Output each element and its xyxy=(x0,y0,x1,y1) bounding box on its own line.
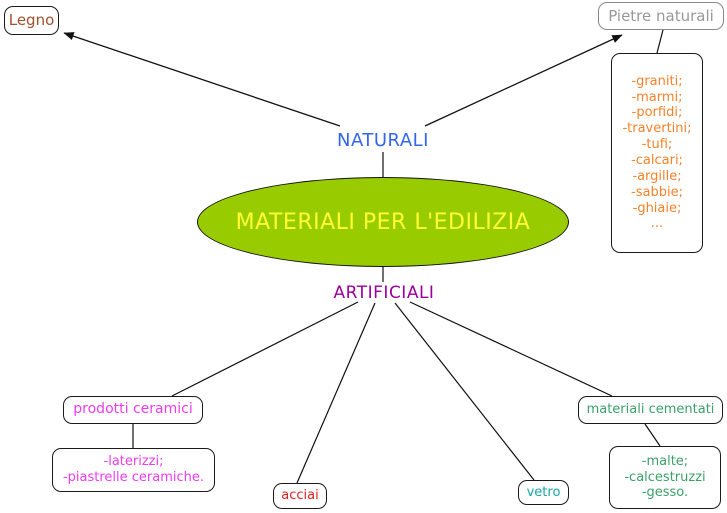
node-cementati-list[interactable]: -malte; -calcestruzzi -gesso. xyxy=(609,446,721,509)
edge-artificiali-ceramici xyxy=(171,301,359,397)
list-item: -marmi; xyxy=(631,89,683,105)
branch-label-artificiali-text: ARTIFICIALI xyxy=(333,283,435,303)
edge-cementati-list xyxy=(644,423,661,447)
list-item: -porfidi; xyxy=(631,105,683,121)
branch-label-naturali-text: NATURALI xyxy=(337,129,429,151)
node-center-materiali[interactable]: MATERIALI PER L'EDILIZIA xyxy=(197,177,569,267)
node-materiali-cementati-label: materiali cementati xyxy=(586,402,715,418)
list-item: ... xyxy=(650,216,664,232)
edge-pietre-list xyxy=(656,29,664,54)
node-prodotti-ceramici[interactable]: prodotti ceramici xyxy=(63,396,203,424)
node-acciai-label: acciai xyxy=(281,488,319,504)
node-pietre-naturali-label: Pietre naturali xyxy=(608,6,714,25)
list-item: -sabbie; xyxy=(631,184,683,200)
edge-artificiali-acciai xyxy=(296,302,376,484)
list-item: -calcari; xyxy=(631,153,683,168)
node-pietre-naturali[interactable]: Pietre naturali xyxy=(598,2,724,30)
list-item: -piastrelle ceramiche. xyxy=(62,470,205,485)
node-ceramici-list[interactable]: -laterizzi; -piastrelle ceramiche. xyxy=(52,448,215,492)
list-item: -ghiaie; xyxy=(632,200,682,216)
node-materiali-cementati[interactable]: materiali cementati xyxy=(578,396,723,424)
edge-artificiali-vetro xyxy=(394,302,535,481)
list-item: -argille; xyxy=(632,168,682,184)
list-item: -laterizzi; xyxy=(103,454,164,470)
list-item: -malte; xyxy=(641,453,689,469)
node-center-label: MATERIALI PER L'EDILIZIA xyxy=(235,209,531,235)
branch-label-artificiali[interactable]: ARTIFICIALI xyxy=(323,282,445,304)
edge-artificiali-cementati xyxy=(409,301,613,397)
node-acciai[interactable]: acciai xyxy=(273,483,327,509)
list-item: -calcestruzzi xyxy=(624,469,706,485)
branch-label-naturali[interactable]: NATURALI xyxy=(325,128,441,152)
node-legno[interactable]: Legno xyxy=(4,6,59,35)
edge-naturali-legno xyxy=(63,32,341,127)
edge-naturali-pietre xyxy=(424,34,623,127)
node-legno-label: Legno xyxy=(8,11,55,30)
list-item: -gesso. xyxy=(641,485,689,501)
list-item: -tufi; xyxy=(641,137,673,153)
node-vetro[interactable]: vetro xyxy=(518,480,569,505)
list-item: -graniti; xyxy=(631,73,683,89)
node-prodotti-ceramici-label: prodotti ceramici xyxy=(73,401,193,418)
node-vetro-label: vetro xyxy=(526,484,561,500)
node-pietre-list[interactable]: -graniti; -marmi; -porfidi; -travertini;… xyxy=(611,53,703,253)
list-item: -travertini; xyxy=(622,121,692,137)
